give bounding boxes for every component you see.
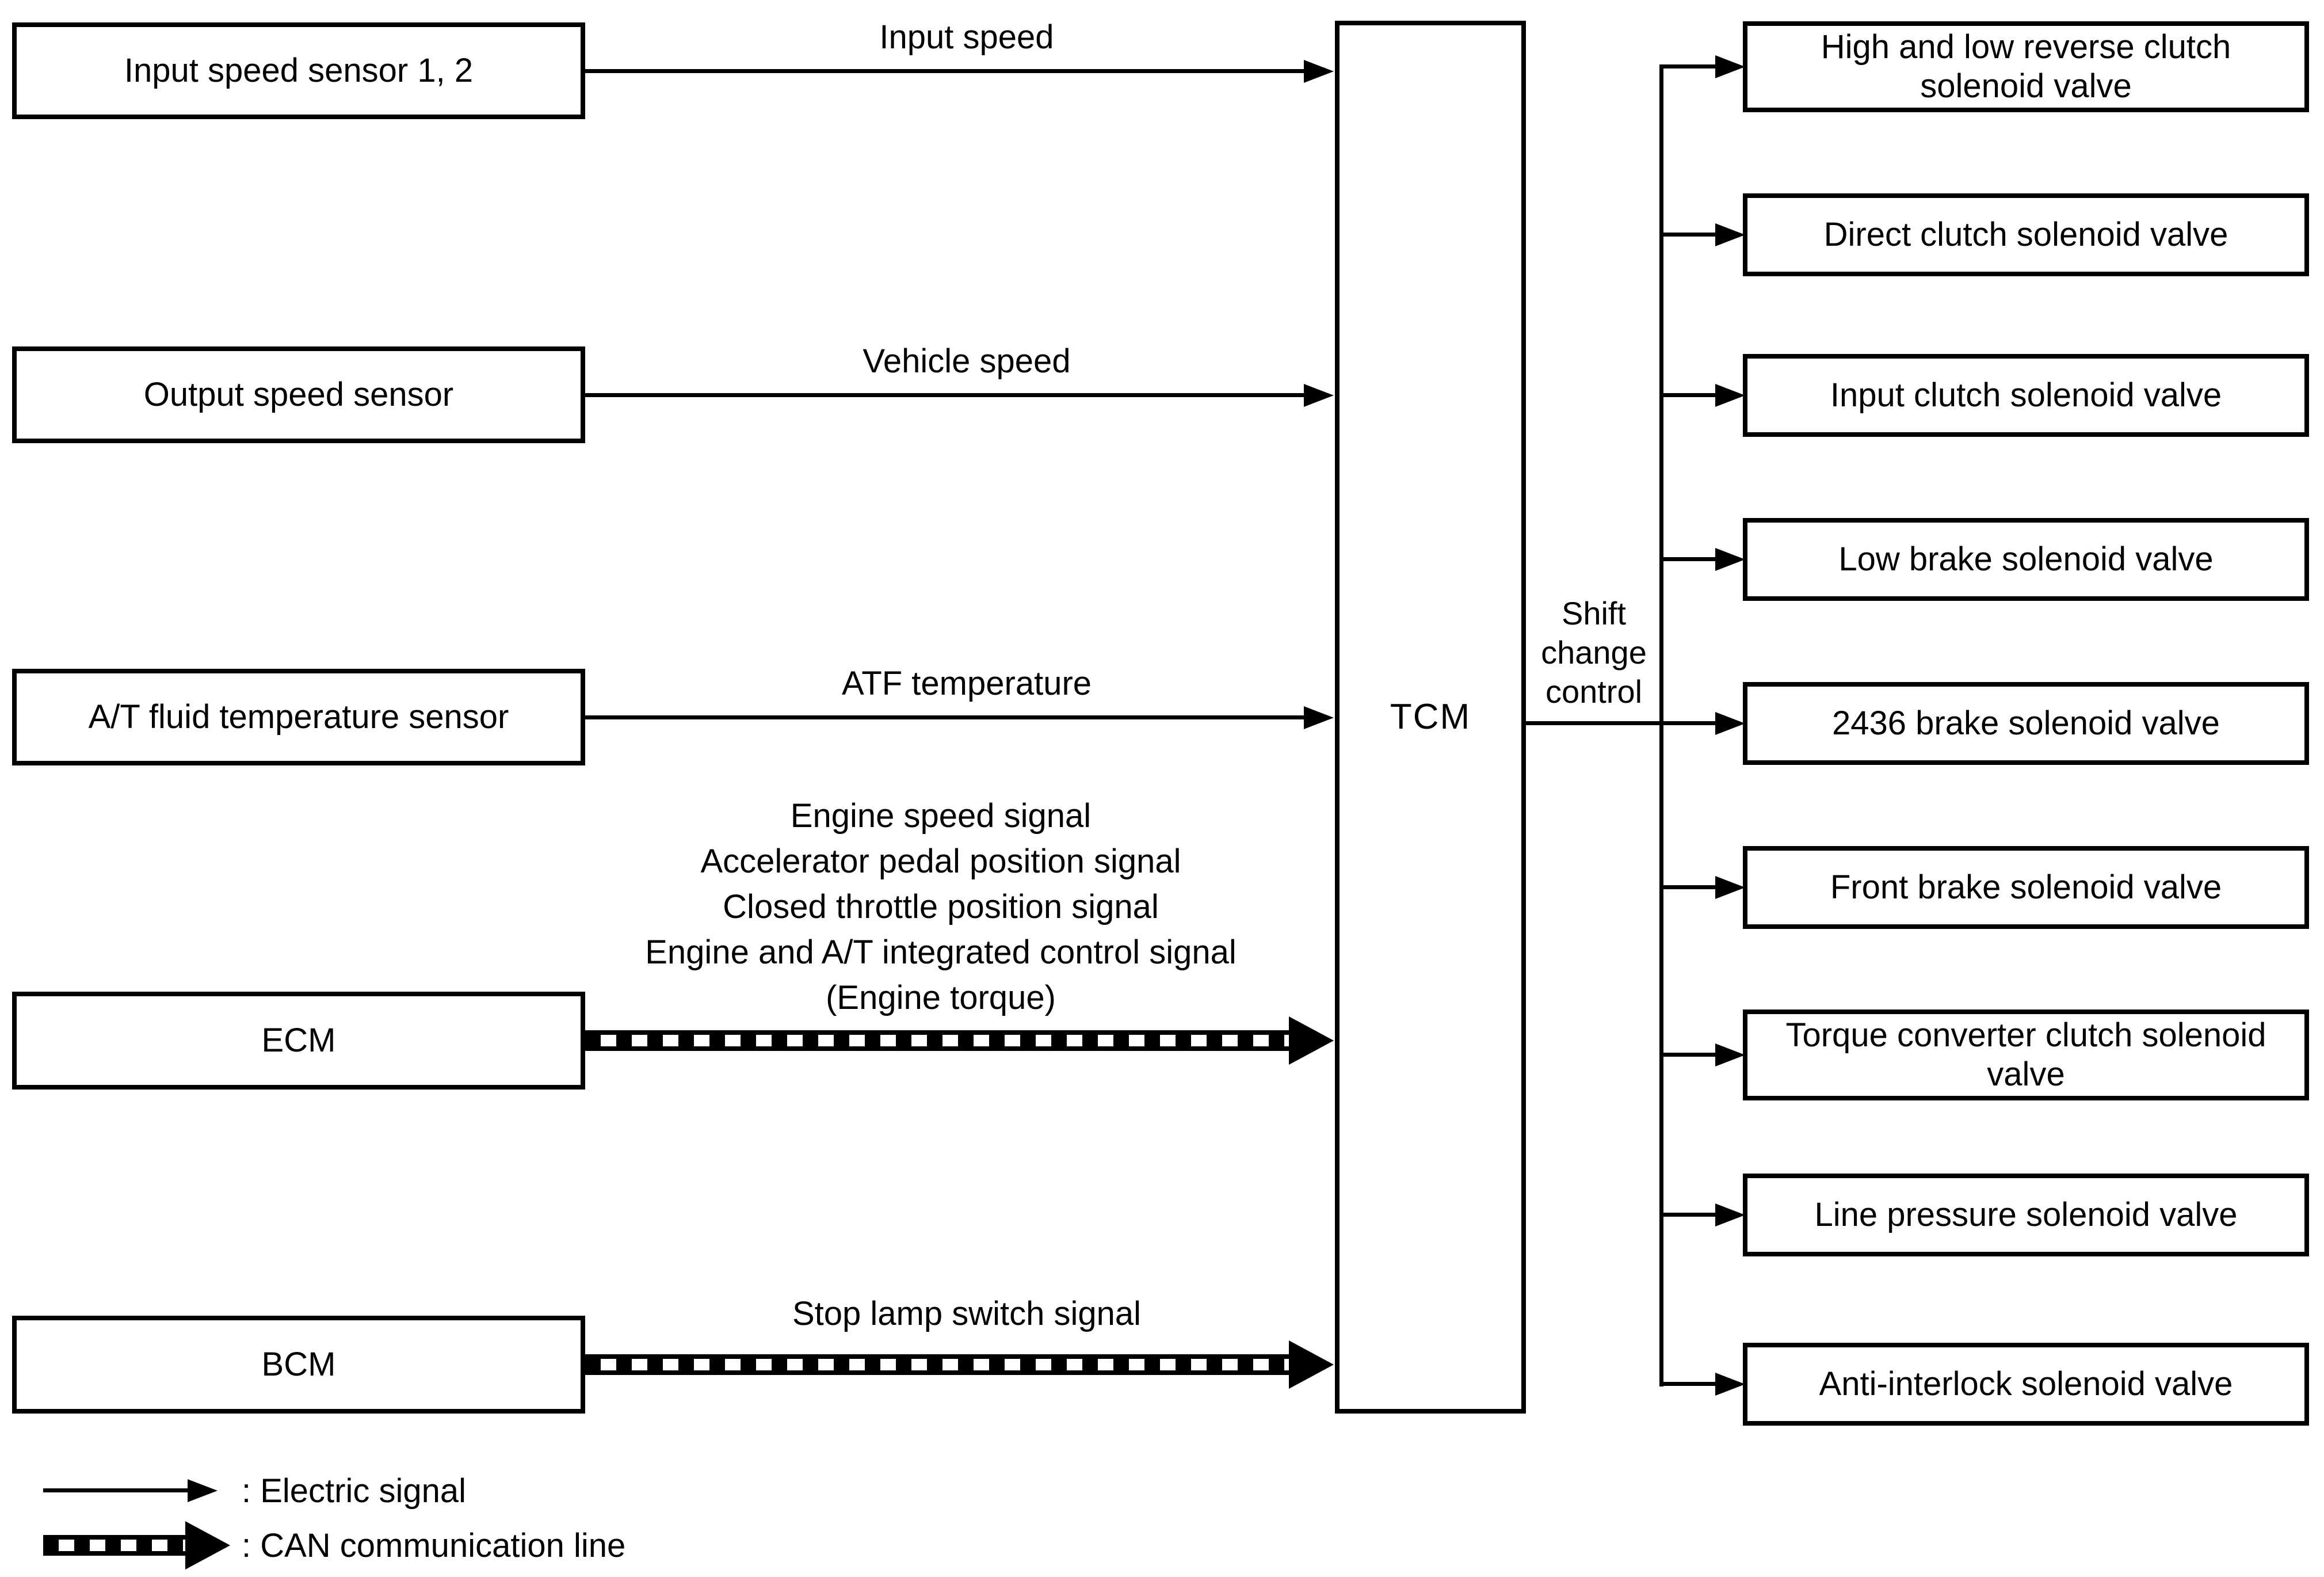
branch-line-3: [1662, 393, 1718, 397]
input-box-output-speed-sensor: Output speed sensor: [12, 346, 585, 443]
input-box-input-speed-sensor: Input speed sensor 1, 2: [12, 22, 585, 119]
shift-change-control-line: [1526, 721, 1718, 725]
signal-label-vehicle-speed: Vehicle speed: [863, 342, 1071, 380]
legend-electric-arrow-line: [43, 1488, 190, 1492]
electric-arrowhead-icon: [188, 1479, 217, 1502]
branch-line-1: [1662, 64, 1718, 68]
signal-label-ecm-signals: Engine speed signal Accelerator pedal po…: [570, 793, 1312, 1020]
output-box-label: Direct clutch solenoid valve: [1823, 216, 2228, 253]
can-arrow-line-ecm: [585, 1030, 1290, 1051]
bus-line: [1659, 64, 1663, 1386]
tcm-box: TCM: [1335, 21, 1526, 1414]
electric-arrowhead-icon: [1715, 548, 1745, 571]
signal-line: Engine speed signal: [790, 797, 1092, 835]
branch-line-9: [1662, 1382, 1718, 1386]
output-box-front-brake: Front brake solenoid valve: [1743, 846, 2309, 929]
input-box-label: Output speed sensor: [143, 376, 454, 413]
signal-line: (Engine torque): [826, 979, 1056, 1016]
output-box-input-clutch: Input clutch solenoid valve: [1743, 354, 2309, 437]
input-box-ecm: ECM: [12, 992, 585, 1090]
legend-electric-label: : Electric signal: [242, 1472, 467, 1510]
output-box-label: Line pressure solenoid valve: [1814, 1196, 2238, 1233]
electric-arrow-line-atf-temperature: [585, 715, 1306, 719]
output-box-torque-converter-clutch: Torque converter clutch solenoid valve: [1743, 1010, 2309, 1100]
can-arrowhead-icon: [185, 1521, 230, 1570]
output-box-line-pressure: Line pressure solenoid valve: [1743, 1174, 2309, 1256]
shift-change-control-label: Shift change control: [1541, 595, 1647, 710]
output-box-label: 2436 brake solenoid valve: [1832, 704, 2220, 742]
input-box-at-fluid-temperature-sensor: A/T fluid temperature sensor: [12, 669, 585, 765]
signal-line: Engine and A/T integrated control signal: [645, 934, 1237, 971]
electric-arrowhead-icon: [1304, 384, 1334, 407]
electric-arrowhead-icon: [1715, 1203, 1745, 1226]
output-box-low-brake: Low brake solenoid valve: [1743, 518, 2309, 601]
input-box-bcm: BCM: [12, 1316, 585, 1414]
branch-line-7: [1662, 1053, 1718, 1057]
can-arrow-line-bcm: [585, 1354, 1290, 1375]
input-box-label: ECM: [261, 1022, 336, 1059]
branch-line-8: [1662, 1213, 1718, 1217]
electric-arrowhead-icon: [1304, 60, 1334, 83]
electric-arrowhead-icon: [1715, 55, 1745, 78]
tcm-label: TCM: [1390, 697, 1471, 737]
electric-arrowhead-icon: [1715, 223, 1745, 246]
electric-arrowhead-icon: [1715, 1373, 1745, 1396]
electric-arrowhead-icon: [1304, 706, 1334, 729]
input-box-label: BCM: [261, 1346, 336, 1383]
input-box-label: A/T fluid temperature sensor: [88, 698, 509, 736]
can-arrowhead-icon: [1289, 1340, 1334, 1389]
signal-line: Closed throttle position signal: [723, 888, 1159, 925]
output-box-high-low-reverse-clutch: High and low reverse clutch solenoid val…: [1743, 21, 2309, 112]
output-box-anti-interlock: Anti-interlock solenoid valve: [1743, 1343, 2309, 1426]
electric-arrowhead-icon: [1715, 384, 1745, 407]
output-box-label: High and low reverse clutch solenoid val…: [1821, 28, 2231, 105]
can-arrowhead-icon: [1289, 1016, 1334, 1065]
output-box-label: Low brake solenoid valve: [1838, 540, 2214, 578]
output-box-direct-clutch: Direct clutch solenoid valve: [1743, 193, 2309, 276]
branch-line-2: [1662, 233, 1718, 237]
signal-line: Accelerator pedal position signal: [700, 843, 1181, 880]
output-box-label: Input clutch solenoid valve: [1830, 376, 2222, 414]
output-box-2436-brake: 2436 brake solenoid valve: [1743, 682, 2309, 765]
input-box-label: Input speed sensor 1, 2: [124, 52, 474, 89]
branch-line-4: [1662, 557, 1718, 561]
branch-line-6: [1662, 885, 1718, 889]
signal-label-input-speed: Input speed: [879, 18, 1054, 56]
electric-arrowhead-icon: [1715, 876, 1745, 899]
signal-label-atf-temperature: ATF temperature: [841, 665, 1092, 702]
signal-label-stop-lamp-switch: Stop lamp switch signal: [792, 1295, 1142, 1332]
electric-arrowhead-icon: [1715, 1043, 1745, 1066]
electric-arrow-line-vehicle-speed: [585, 393, 1306, 397]
output-box-label: Torque converter clutch solenoid valve: [1785, 1016, 2266, 1093]
electric-arrowhead-icon: [1715, 712, 1745, 735]
output-box-label: Front brake solenoid valve: [1830, 869, 2222, 906]
legend-can-arrow-line: [43, 1535, 185, 1556]
legend-can-label: : CAN communication line: [242, 1527, 626, 1564]
electric-arrow-line-input-speed: [585, 69, 1306, 73]
output-box-label: Anti-interlock solenoid valve: [1819, 1365, 2233, 1403]
